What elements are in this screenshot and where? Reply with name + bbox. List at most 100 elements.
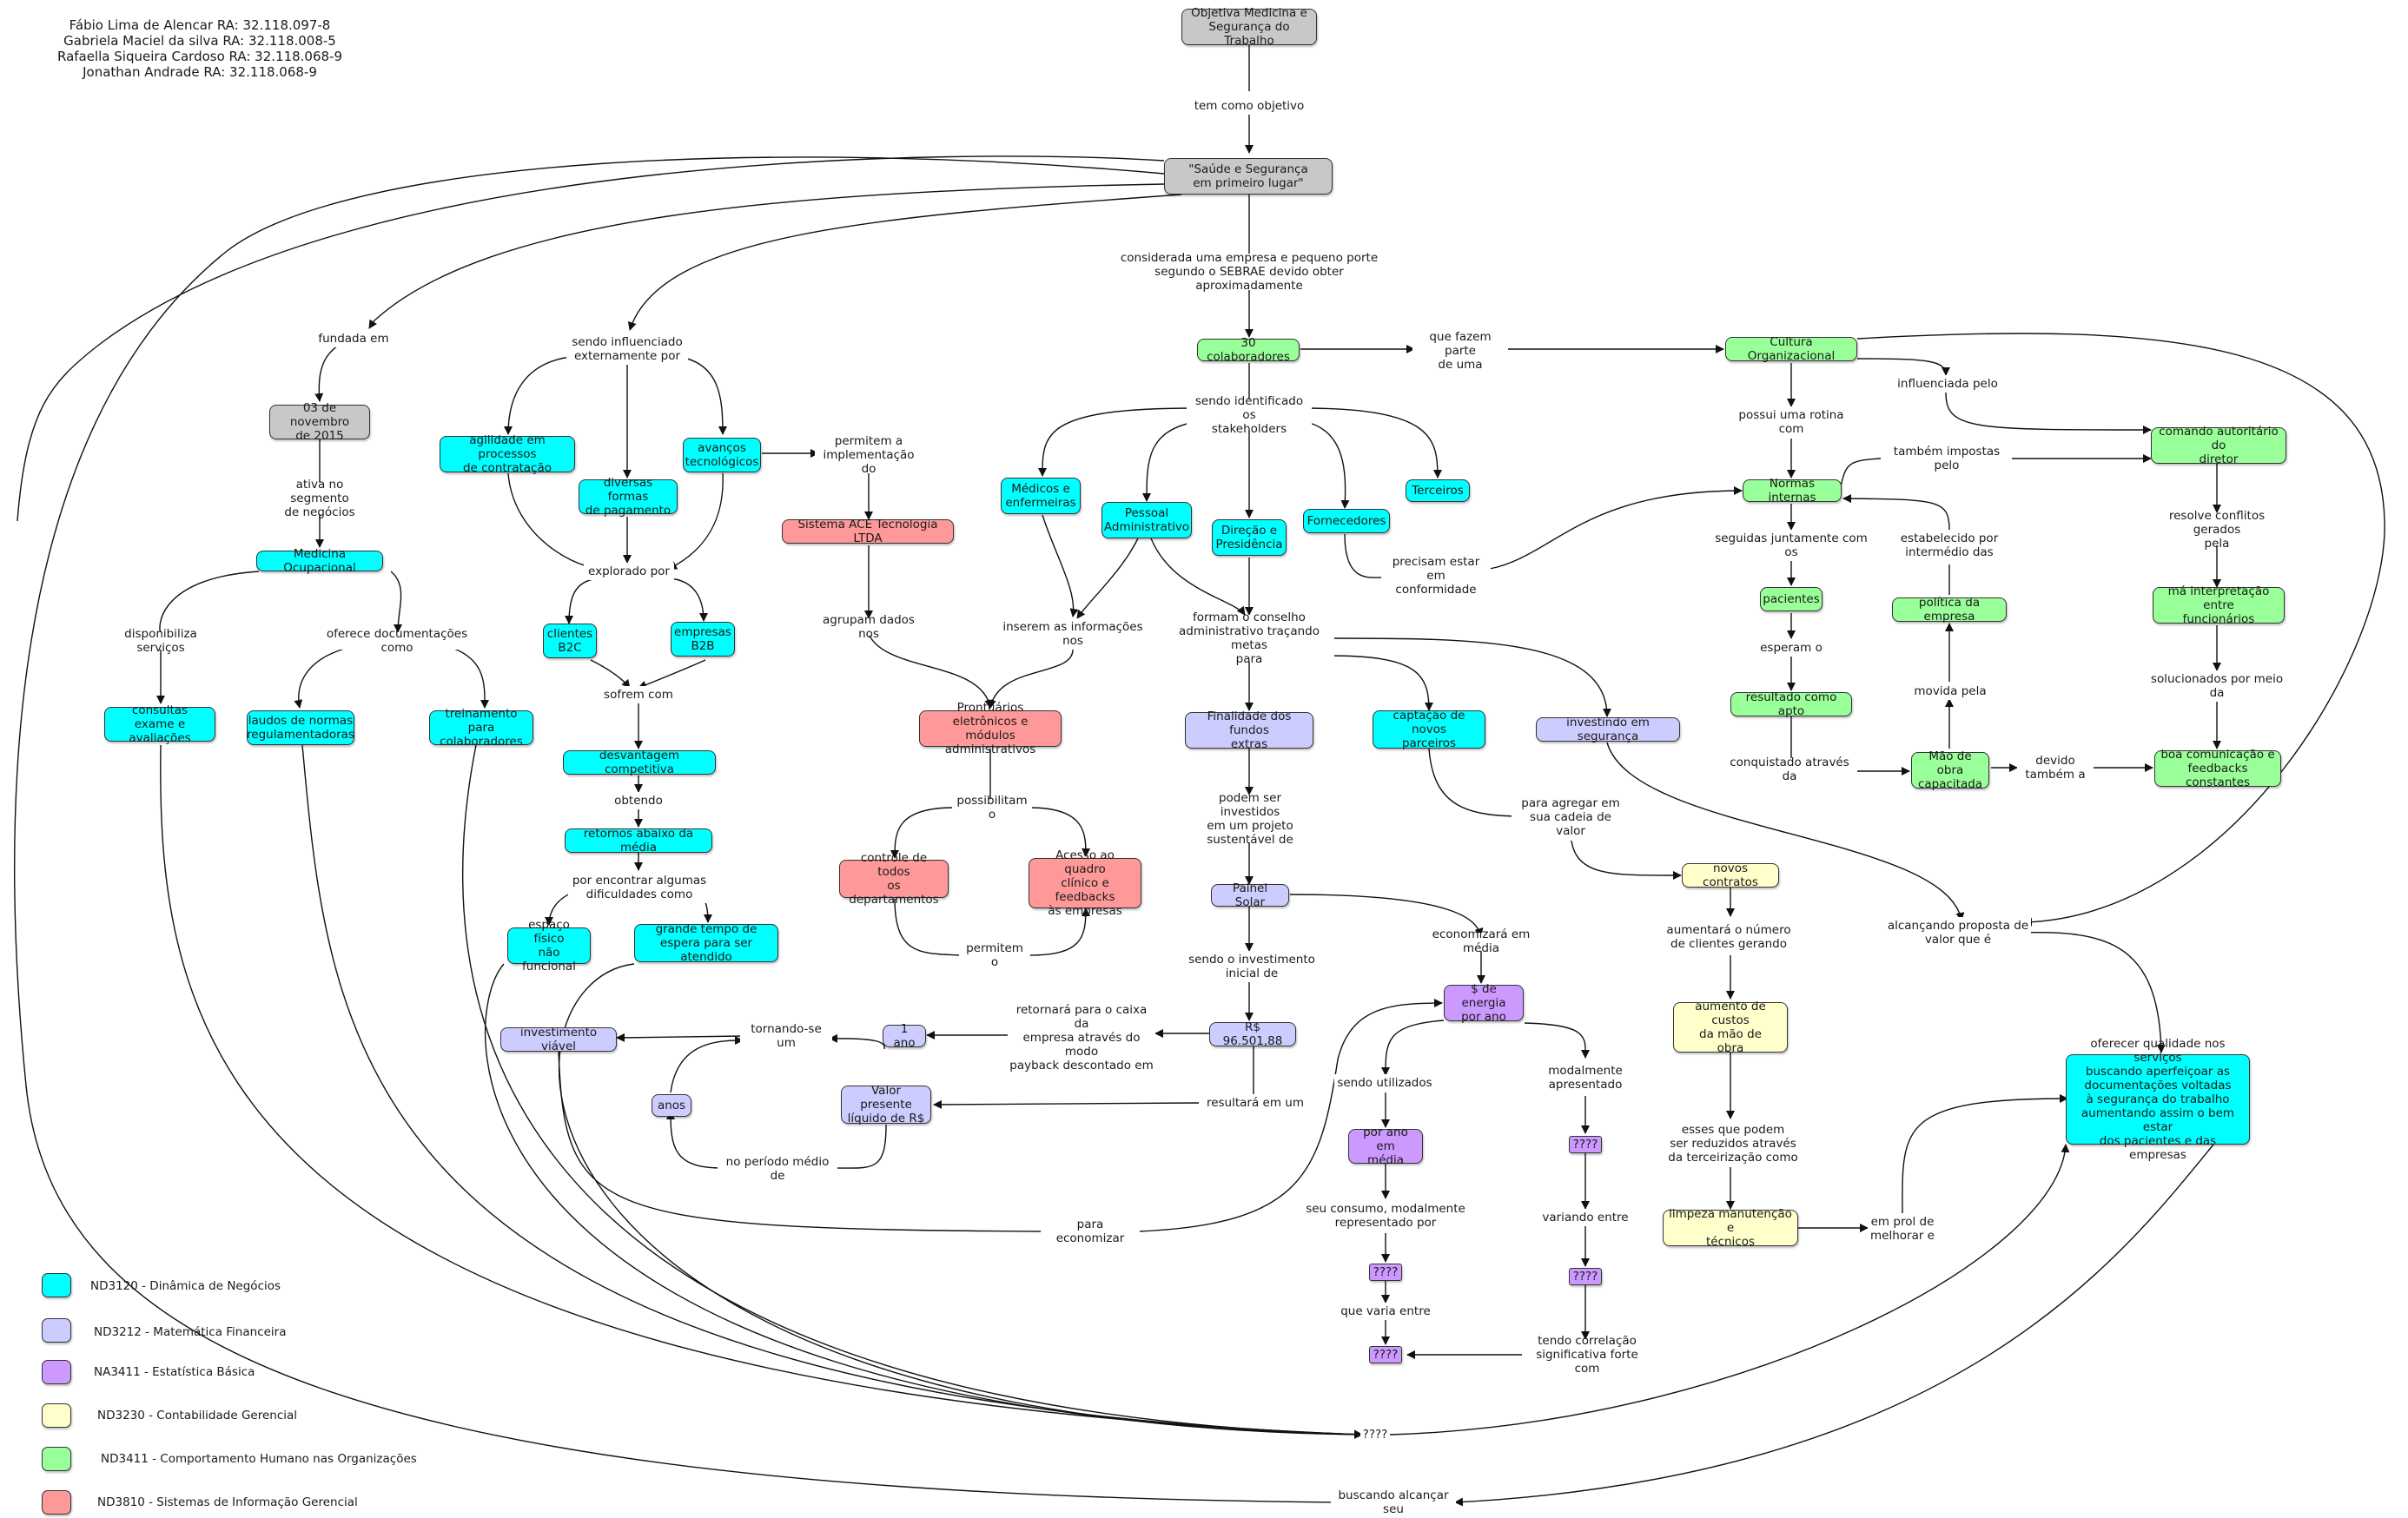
label-tornando: tornando-se um (740, 1022, 832, 1050)
node-sistemaace[interactable]: Sistema ACE Tecnologia LTDA (782, 518, 954, 545)
label-seguidas: seguidas juntamente com os (1711, 530, 1871, 561)
node-oferecer[interactable]: oferecer qualidade nos serviços buscando… (2066, 1037, 2250, 1162)
label-ativa: ativa no segmento de negócios (264, 478, 375, 519)
node-acesso[interactable]: Acesso ao quadro clínico e feedbacks às … (1029, 848, 1141, 918)
node-treinamento[interactable]: treinamento para colaboradores (429, 707, 533, 749)
label-economizara: economizará em média (1416, 927, 1546, 955)
node-q2[interactable]: ???? (1369, 1264, 1402, 1281)
label-porencontrar: por encontrar algumas dificuldades como (568, 872, 711, 903)
label-paraagregar: para agregar em sua cadeia de valor (1512, 794, 1630, 841)
node-grandetempo[interactable]: grande tempo de espera para ser atendido (634, 922, 778, 964)
node-controle[interactable]: controle de todos os departamentos (839, 851, 949, 907)
label-temcomo: tem como objetivo (1190, 97, 1308, 115)
node-rs[interactable]: R$ 96.501,88 (1209, 1020, 1296, 1048)
node-mainterp[interactable]: má interpretação entre funcionários (2153, 584, 2285, 626)
node-retornos[interactable]: retornos abaixo da média (565, 827, 712, 855)
node-espaco[interactable]: espaço físico não funcional (507, 918, 591, 974)
node-fornecedores[interactable]: Fornecedores (1303, 509, 1390, 533)
node-q3[interactable]: ???? (1569, 1268, 1602, 1285)
label-essesque: esses que podem ser reduzidos através da… (1659, 1120, 1807, 1167)
node-avancos[interactable]: avanços tecnológicos (683, 438, 761, 472)
node-agilidade[interactable]: agilidade em processos de contratação (440, 433, 575, 475)
node-pessoal[interactable]: Pessoal Administrativo (1101, 502, 1192, 538)
node-boacom[interactable]: boa comunicação e feedbacks constantes (2154, 748, 2281, 789)
label-possibilitam: possibilitam o (952, 794, 1032, 822)
label-noperiodo: no período médio de (718, 1155, 837, 1183)
node-novoscontratos[interactable]: novos contratos (1682, 861, 1779, 889)
label-solucionados: solucionados por meio da (2147, 670, 2286, 702)
legend-swatch-2 (42, 1318, 71, 1343)
label-tambemimpostas: também impostas pelo (1882, 445, 2012, 472)
node-captacao[interactable]: captação de novos parceiros (1373, 709, 1485, 750)
node-valorpresente[interactable]: Valor presente líquido de R$ (841, 1084, 931, 1125)
label-precisam: precisam estar em conformidade (1381, 555, 1491, 597)
node-aumentocustos[interactable]: aumento de custos da mão de obra (1673, 1000, 1788, 1055)
label-considerada: considerada uma empresa e pequeno porte … (1101, 251, 1397, 293)
legend-label-6: ND3810 - Sistemas de Informação Gerencia… (97, 1495, 358, 1509)
label-sendoutil: sendo utilizados (1334, 1074, 1435, 1092)
node-clientesb2c[interactable]: clientes B2C (543, 624, 597, 658)
label-aumentara: aumentará o número de clientes gerando (1661, 921, 1796, 954)
node-maodeobra[interactable]: Mão de obra capacitada (1911, 749, 1989, 791)
legend-swatch-4 (42, 1403, 71, 1428)
label-devidotambem: devido também a (2017, 754, 2094, 782)
node-colaboradores30[interactable]: 30 colaboradores (1197, 336, 1300, 364)
node-painel[interactable]: Painel Solar (1211, 881, 1289, 909)
label-variando: variando entre (1536, 1209, 1635, 1226)
node-q1[interactable]: ???? (1569, 1136, 1602, 1153)
label-movida: movida pela (1911, 683, 1989, 700)
legend-label-5: ND3411 - Comportamento Humano nas Organi… (101, 1452, 417, 1466)
node-anos[interactable]: anos (652, 1094, 691, 1117)
node-q4[interactable]: ???? (1369, 1346, 1402, 1363)
label-quefazem: que fazem parte de uma (1412, 330, 1508, 372)
label-influenciada: influenciada pelo (1894, 375, 2001, 393)
node-consultas[interactable]: consultas exame e avaliações (104, 703, 215, 745)
label-buscando: buscando alcançar seu (1331, 1488, 1456, 1516)
node-desvantagem[interactable]: desvantagem competitiva (563, 749, 716, 776)
node-umano[interactable]: 1 ano (883, 1022, 926, 1050)
node-medicos[interactable]: Médicos e enfermeiras (1001, 478, 1081, 514)
legend-swatch-6 (42, 1490, 71, 1515)
label-formam: formam o conselho administrativo traçand… (1164, 610, 1334, 666)
node-resultado[interactable]: resultado como apto (1730, 690, 1852, 718)
label-sendoinfl: sendo influenciado externamente por (566, 333, 688, 365)
label-modalmente: modalmente apresentado (1536, 1061, 1635, 1094)
node-investindo[interactable]: investindo em segurança (1536, 716, 1680, 743)
node-empresasb2b[interactable]: empresas B2B (671, 622, 735, 657)
label-emprol: em prol de melhorar e (1868, 1213, 1937, 1244)
node-direcao[interactable]: Direção e Presidência (1212, 519, 1287, 556)
node-limpeza[interactable]: limpeza manutenção e técnicos (1663, 1207, 1798, 1249)
node-saude[interactable]: "Saúde e Segurança em primeiro lugar" (1164, 158, 1333, 195)
node-pacientes[interactable]: pacientes (1760, 587, 1823, 611)
node-terceiros[interactable]: Terceiros (1406, 479, 1470, 502)
node-cultura[interactable]: Cultura Organizacional (1725, 335, 1857, 363)
node-normas[interactable]: Normas internas (1743, 477, 1842, 505)
node-nov2015[interactable]: 03 de novembro de 2015 (269, 401, 370, 443)
label-sendoident: sendo identificado os stakeholders (1187, 394, 1312, 436)
label-retornara: retornará para o caixa da empresa atravé… (1008, 1003, 1155, 1072)
node-laudos[interactable]: laudos de normas regulamentadoras (247, 710, 354, 745)
node-medocup[interactable]: Medicina Ocupacional (256, 547, 383, 575)
node-prontuarios[interactable]: Prontuários eletrônicos e módulos admini… (919, 701, 1062, 756)
node-finalidade[interactable]: Finalidade dos fundos extras (1185, 710, 1313, 751)
node-politica[interactable]: política da empresa (1892, 596, 2007, 624)
node-investviavel[interactable]: investimento viável (500, 1026, 617, 1053)
authors-list: Fábio Lima de Alencar RA: 32.118.097-8 G… (56, 17, 343, 80)
node-objetiva[interactable]: Objetiva Medicina e Segurança do Trabalh… (1181, 6, 1317, 48)
label-paraeconomizar: para economizar (1041, 1218, 1140, 1245)
legend-swatch-5 (42, 1447, 71, 1471)
label-podemser: podem ser investidos em um projeto suste… (1187, 791, 1313, 847)
node-diversas[interactable]: diversas formas de pagamento (579, 476, 678, 518)
label-oferecedoc: oferece documentações como (313, 627, 481, 655)
label-agrupam: agrupam dados nos (810, 613, 928, 641)
node-poranomedia[interactable]: por ano em média (1348, 1125, 1423, 1167)
label-estabelecido: estabelecido por intermédio das (1895, 530, 2003, 561)
label-permitemo: permitem o (959, 941, 1030, 969)
label-seuconsumo: seu consumo, modalmente representado por (1303, 1200, 1468, 1231)
node-comando[interactable]: comando autoritário do diretor (2151, 425, 2286, 466)
label-conquistado: conquistado através da (1722, 756, 1857, 783)
label-possuirotina: possui uma rotina com (1734, 406, 1849, 438)
label-resolve: resolve conflitos gerados pela (2142, 509, 2292, 551)
node-energia[interactable]: $ de energia por ano (1444, 982, 1524, 1024)
